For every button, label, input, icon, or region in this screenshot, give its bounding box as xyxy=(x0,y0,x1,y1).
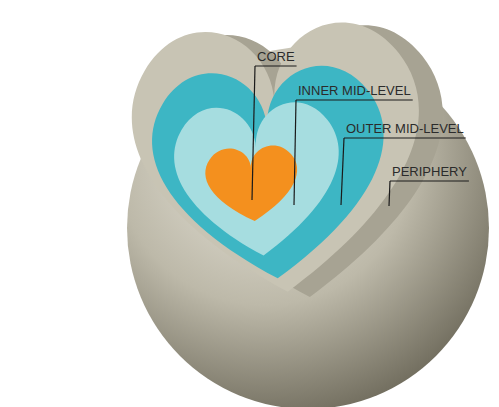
leader-line xyxy=(389,181,390,206)
label-underline xyxy=(255,65,297,66)
inner-mid-level-layer xyxy=(171,99,346,261)
layer-label: PERIPHERY xyxy=(392,164,467,179)
label-underline xyxy=(296,99,413,100)
leader-line xyxy=(252,66,255,200)
layer-label: INNER MID-LEVEL xyxy=(298,83,411,98)
leader-line xyxy=(341,138,344,205)
periphery-face xyxy=(126,17,431,301)
layer-label: CORE xyxy=(257,49,295,64)
layer-label: OUTER MID-LEVEL xyxy=(346,121,464,136)
leader-line xyxy=(294,100,296,205)
label-underline xyxy=(344,137,466,138)
label-underline xyxy=(390,180,469,181)
